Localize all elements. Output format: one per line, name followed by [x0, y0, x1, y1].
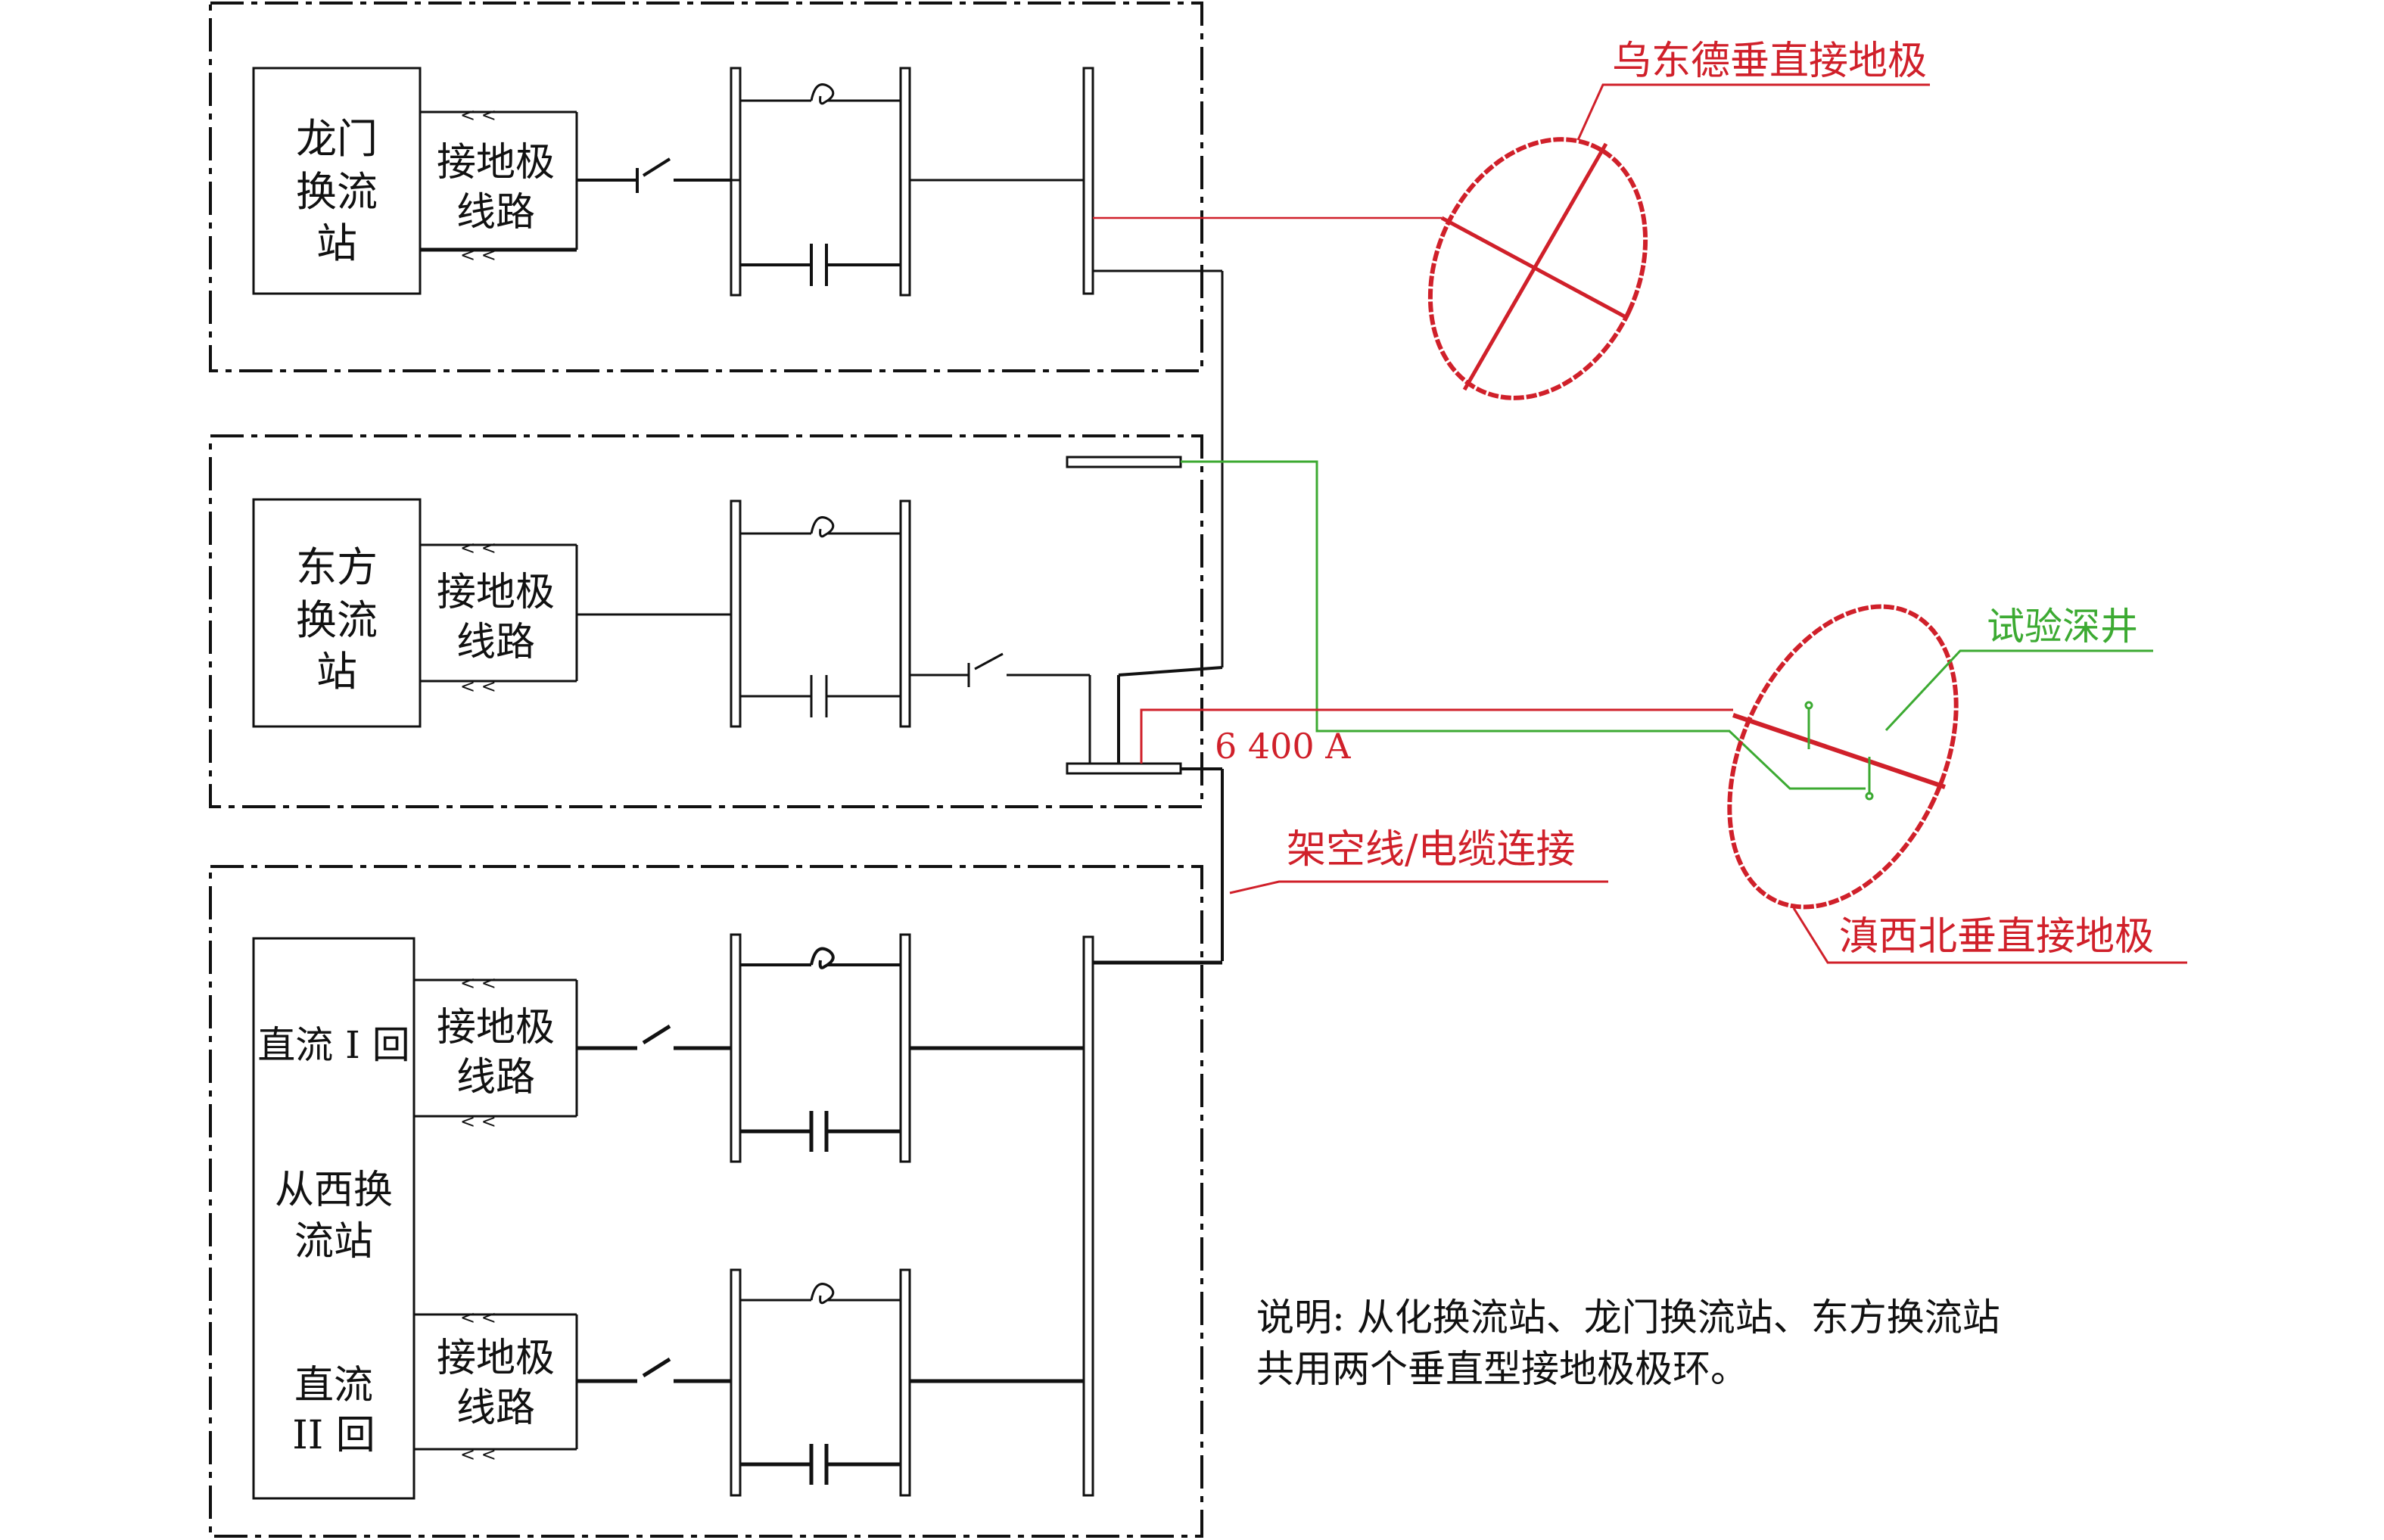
dongfang-upper-bar — [1066, 456, 1182, 468]
station-enclosures — [209, 2, 1203, 1538]
test-well-leader — [1884, 649, 2153, 732]
conghua-dc2-line1: 直流 — [294, 1363, 373, 1408]
dongfang-name-line1: 东方 — [296, 543, 378, 591]
conghua-busbars — [730, 933, 1094, 1497]
dongfang-lower-bar — [1066, 762, 1182, 775]
dongfang-isolator-marks-bottom: < < — [460, 676, 496, 697]
dianxibei-electrode: 试验深井 滇西北垂直接地极 — [1727, 604, 2187, 964]
conghua-arresters — [740, 947, 901, 1305]
longmen-name-line2: 换流 — [296, 168, 378, 216]
note-line2: 共用两个垂直型接地极极环。 — [1256, 1347, 1748, 1391]
longmen-switch — [577, 157, 736, 193]
red-dianxibei-link — [1140, 708, 1733, 764]
wudongde-electrode: 乌东德垂直接地极 — [1427, 39, 1930, 400]
conghua-ground2-label-line1: 接地极 — [437, 1336, 555, 1381]
conghua-name-line1: 从西换 — [275, 1168, 393, 1213]
conghua-switch-1 — [577, 1024, 731, 1050]
conghua-ground1-label-line2: 线路 — [456, 1055, 535, 1100]
conghua-capacitors — [740, 1111, 901, 1485]
conghua-dc1-label: 直流 I 回 — [257, 1023, 410, 1067]
test-well-detail — [1804, 701, 1874, 801]
dianxibei-leader — [1792, 907, 2187, 964]
dianxibei-label: 滇西北垂直接地极 — [1839, 914, 2154, 960]
dongfang-name-line3: 站 — [316, 648, 357, 695]
conghua-isolator-marks-1b: < < — [460, 1111, 496, 1132]
longmen-busbars — [730, 67, 1094, 297]
dongfang-switch — [910, 652, 1091, 769]
dongfang-station-box — [252, 498, 422, 728]
dongfang-ground-label-line2: 线路 — [456, 620, 535, 665]
dongfang-ground-line — [420, 543, 578, 683]
longmen-station-box — [252, 67, 422, 295]
longmen-ground-label-line2: 线路 — [456, 190, 535, 235]
longmen-name-line1: 龙门 — [296, 115, 378, 163]
dongfang-arrester — [740, 516, 901, 538]
longmen-ground-label-line1: 接地极 — [437, 140, 555, 185]
green-test-well-link — [1181, 460, 1866, 790]
longmen-arrester — [740, 83, 901, 105]
conghua-station: 直流 I 回 从西换 流站 直流 II 回 < < < < 接地极 线路 < <… — [252, 880, 1608, 1500]
dongfang-isolator-marks-top: < < — [460, 537, 496, 558]
longmen-isolator-marks-bottom: < < — [460, 244, 496, 266]
conghua-station-box — [252, 937, 415, 1500]
conghua-ground2-label-line2: 线路 — [456, 1386, 535, 1431]
overhead-label: 架空线/电缆连接 — [1287, 827, 1576, 873]
conghua-name-line2: 流站 — [294, 1219, 373, 1265]
overhead-leader — [1229, 880, 1608, 894]
longmen-station: 龙门 换流 站 < < < < 接地极 线路 — [252, 67, 1442, 667]
longmen-isolator-marks-top: < < — [460, 104, 496, 126]
dongfang-busbars — [730, 499, 911, 728]
conghua-isolator-marks-2a: < < — [460, 1307, 496, 1328]
conghua-ground1-label-line1: 接地极 — [437, 1005, 555, 1050]
wudongde-leader — [1576, 83, 1930, 141]
conghua-isolator-marks-2b: < < — [460, 1444, 496, 1465]
dongfang-bar-links — [1117, 666, 1224, 961]
dongfang-capacitor — [740, 675, 901, 717]
longmen-name-line3: 站 — [316, 219, 357, 267]
dongfang-enclosure — [209, 434, 1203, 808]
current-label: 6 400 A — [1215, 726, 1351, 767]
note-line1: 说明: 从化换流站、龙门换流站、东方换流站 — [1256, 1296, 2000, 1339]
conghua-enclosure — [209, 865, 1203, 1538]
conghua-dc2-line2: II 回 — [292, 1413, 375, 1458]
longmen-enclosure — [209, 2, 1203, 372]
conghua-links — [910, 960, 1222, 1383]
conghua-isolator-marks-1a: < < — [460, 972, 496, 994]
longmen-links — [731, 179, 1224, 667]
longmen-capacitor — [740, 244, 901, 286]
dongfang-name-line2: 换流 — [296, 596, 378, 644]
conghua-switch-2 — [577, 1357, 731, 1383]
dongfang-station: 东方 换流 站 < < < < 接地极 线路 — [252, 456, 1866, 961]
wudongde-label: 乌东德垂直接地极 — [1612, 39, 1927, 84]
dongfang-ground-label-line1: 接地极 — [437, 570, 555, 615]
test-well-label: 试验深井 — [1987, 605, 2138, 649]
